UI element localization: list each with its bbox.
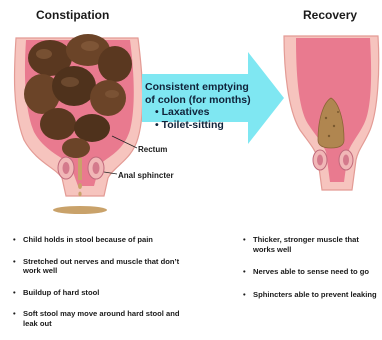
list-item: Nerves able to sense need to go bbox=[243, 267, 378, 277]
constipation-points: Child holds in stool because of pain Str… bbox=[13, 235, 183, 340]
arrow-line-2: of colon (for months) bbox=[145, 94, 295, 107]
arrow-bullet-toilet-sitting: • Toilet-sitting bbox=[145, 119, 295, 132]
list-item: Stretched out nerves and muscle that don… bbox=[13, 257, 183, 276]
rectum-label: Rectum bbox=[138, 145, 167, 154]
recovery-points: Thicker, stronger muscle that works well… bbox=[243, 235, 378, 312]
list-item: Thicker, stronger muscle that works well bbox=[243, 235, 378, 254]
arrow-bullet-laxatives: • Laxatives bbox=[145, 106, 295, 119]
list-item: Soft stool may move around hard stool an… bbox=[13, 309, 183, 328]
list-item: Child holds in stool because of pain bbox=[13, 235, 183, 245]
arrow-line-1: Consistent emptying bbox=[145, 81, 249, 93]
list-item: Sphincters able to prevent leaking bbox=[243, 290, 378, 300]
arrow-caption: Consistent emptying of colon (for months… bbox=[145, 81, 295, 131]
list-item: Buildup of hard stool bbox=[13, 288, 183, 298]
anal-sphincter-label: Anal sphincter bbox=[118, 171, 174, 180]
